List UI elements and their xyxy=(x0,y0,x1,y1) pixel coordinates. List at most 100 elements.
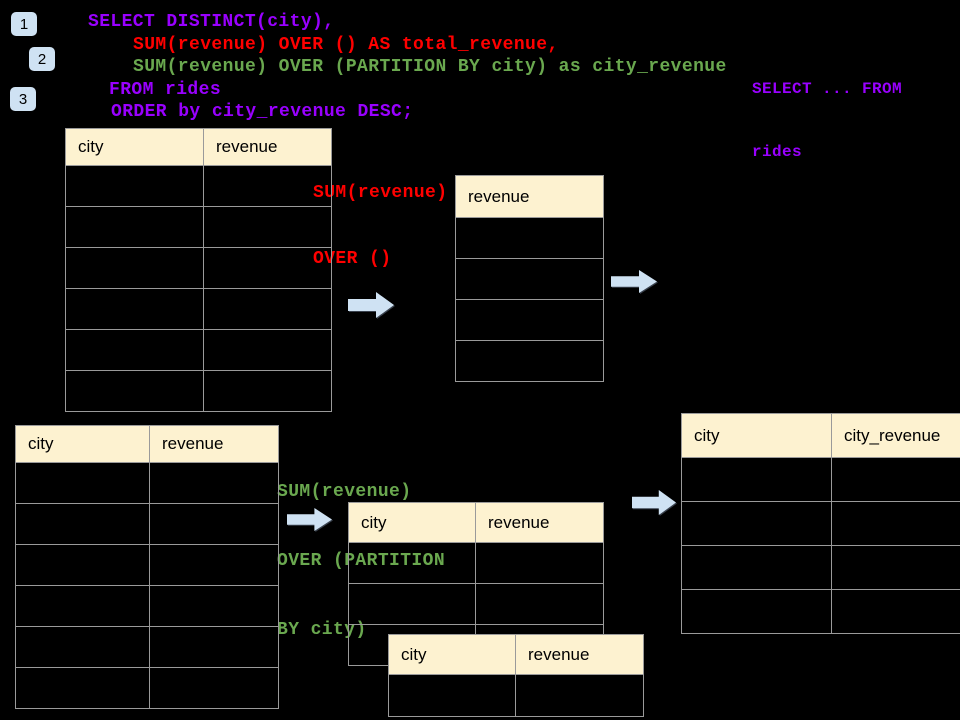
table-cell xyxy=(515,674,644,717)
table-cell xyxy=(455,258,604,300)
table-cell xyxy=(831,501,960,546)
table-cell xyxy=(65,329,204,371)
table-row xyxy=(455,258,604,300)
step-badge-2: 2 xyxy=(29,47,55,71)
table-cell xyxy=(65,370,204,412)
table-cell xyxy=(65,247,204,289)
step-badge-3: 3 xyxy=(10,87,36,111)
column-header-city-revenue: city_revenue xyxy=(831,413,960,458)
table-cell xyxy=(348,542,476,584)
table-cell xyxy=(348,583,476,625)
table-cell xyxy=(15,544,150,586)
table-cell xyxy=(149,626,279,668)
total-revenue-annotation: SUM(revenue) OVER () xyxy=(313,138,447,292)
table-header-row: city city_revenue xyxy=(681,413,960,458)
table-cell xyxy=(15,503,150,545)
sql-line-from: FROM rides xyxy=(109,80,222,100)
table-row xyxy=(15,626,279,668)
table-cell xyxy=(15,585,150,627)
column-header-revenue: revenue xyxy=(149,425,279,463)
table-partition-result: city city_revenue xyxy=(681,413,960,634)
column-header-city: city xyxy=(15,425,150,463)
arrow-partition-result-icon xyxy=(632,490,676,515)
sql-line-order-by: ORDER by city_revenue DESC; xyxy=(111,102,414,122)
table-cell xyxy=(15,626,150,668)
column-header-revenue: revenue xyxy=(475,502,604,543)
table-row xyxy=(681,457,960,502)
table-header-row: city revenue xyxy=(65,128,332,166)
table-cell xyxy=(475,583,604,625)
table-header-row: city revenue xyxy=(348,502,604,543)
table-cell xyxy=(681,457,832,502)
sql-line-total-revenue: SUM(revenue) OVER () AS total_revenue, xyxy=(133,35,559,55)
table-cell xyxy=(203,206,332,248)
table-cell xyxy=(149,585,279,627)
table-cell xyxy=(149,503,279,545)
table-cell xyxy=(455,217,604,259)
query-shorthand-note: SELECT ... FROM rides xyxy=(752,37,902,184)
table-cell xyxy=(15,667,150,709)
query-shorthand-note-line2: rides xyxy=(752,143,803,161)
table-header-row: city revenue xyxy=(15,425,279,463)
table-row xyxy=(15,667,279,709)
table-header-row: city revenue xyxy=(388,634,644,675)
table-cell xyxy=(203,247,332,289)
table-row xyxy=(65,370,332,412)
table-row xyxy=(15,462,279,504)
column-header-city: city xyxy=(65,128,204,166)
sql-line-city-revenue: SUM(revenue) OVER (PARTITION BY city) as… xyxy=(133,57,727,77)
table-row xyxy=(455,340,604,382)
table-row xyxy=(681,545,960,590)
table-cell xyxy=(65,206,204,248)
column-header-city: city xyxy=(348,502,476,543)
column-header-revenue: revenue xyxy=(203,128,332,166)
table-row xyxy=(65,247,332,289)
partition-annotation-line1: SUM(revenue) xyxy=(277,482,412,502)
arrow-source-to-total-icon xyxy=(348,292,394,318)
table-cell xyxy=(388,674,516,717)
arrow-source-to-partition-icon xyxy=(287,508,332,531)
table-row xyxy=(65,329,332,371)
table-cell xyxy=(65,288,204,330)
table-cell xyxy=(681,589,832,634)
table-cell xyxy=(65,165,204,207)
table-cell xyxy=(455,299,604,341)
table-cell xyxy=(15,462,150,504)
table-source-bottom: city revenue xyxy=(15,425,279,709)
table-cell xyxy=(475,542,604,584)
table-cell xyxy=(149,462,279,504)
table-row xyxy=(15,544,279,586)
table-row xyxy=(65,288,332,330)
table-row xyxy=(65,165,332,207)
table-row xyxy=(348,542,604,584)
table-partition-overlay: city revenue xyxy=(388,634,644,717)
table-row xyxy=(15,503,279,545)
table-cell xyxy=(831,457,960,502)
table-cell xyxy=(455,340,604,382)
column-header-city: city xyxy=(681,413,832,458)
column-header-revenue: revenue xyxy=(515,634,644,675)
table-cell xyxy=(203,329,332,371)
table-header-row: revenue xyxy=(455,175,604,218)
table-cell xyxy=(203,165,332,207)
step-badge-1: 1 xyxy=(11,12,37,36)
table-row xyxy=(455,299,604,341)
table-source-top: city revenue xyxy=(65,128,332,412)
column-header-revenue: revenue xyxy=(455,175,604,218)
total-revenue-annotation-line1: SUM(revenue) xyxy=(313,183,448,203)
query-shorthand-note-line1: SELECT ... FROM xyxy=(752,80,903,98)
table-cell xyxy=(831,545,960,590)
table-cell xyxy=(681,545,832,590)
table-cell xyxy=(149,544,279,586)
table-row xyxy=(455,217,604,259)
table-cell xyxy=(203,370,332,412)
table-total-revenue-result: revenue xyxy=(455,175,604,382)
total-revenue-annotation-line2: OVER () xyxy=(313,249,392,269)
table-cell xyxy=(203,288,332,330)
table-cell xyxy=(831,589,960,634)
table-row xyxy=(681,589,960,634)
table-cell xyxy=(149,667,279,709)
table-row xyxy=(681,501,960,546)
arrow-total-result-icon xyxy=(611,270,657,293)
table-row xyxy=(65,206,332,248)
